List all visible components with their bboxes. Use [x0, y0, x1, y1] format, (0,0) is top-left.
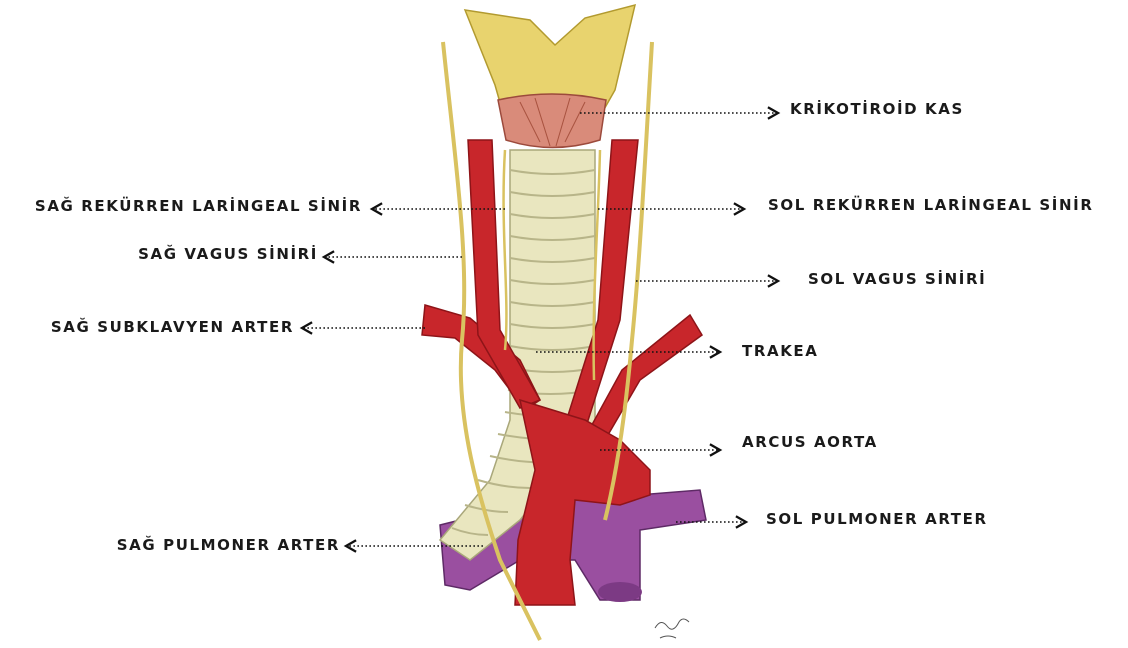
label-sag-subklavyen-arter: SAĞ SUBKLAVYEN ARTER — [51, 318, 294, 336]
artist-signature — [655, 619, 689, 638]
label-sag-rekurren-laringeal-sinir: SAĞ REKÜRREN LARİNGEAL SİNİR — [35, 197, 362, 215]
label-sol-vagus-siniri: SOL VAGUS SİNİRİ — [808, 270, 986, 288]
label-sol-rekurren-laringeal-sinir: SOL REKÜRREN LARİNGEAL SİNİR — [768, 196, 1093, 214]
label-arcus-aorta: ARCUS AORTA — [742, 433, 878, 451]
label-trakea: TRAKEA — [742, 342, 818, 360]
cricothyroid-muscle — [498, 94, 606, 148]
label-krikotiroid-kas: KRİKOTİROİD KAS — [790, 100, 964, 118]
label-sol-pulmoner-arter: SOL PULMONER ARTER — [766, 510, 988, 528]
label-sag-vagus-siniri: SAĞ VAGUS SİNİRİ — [138, 245, 318, 263]
label-sag-pulmoner-arter: SAĞ PULMONER ARTER — [117, 536, 340, 554]
